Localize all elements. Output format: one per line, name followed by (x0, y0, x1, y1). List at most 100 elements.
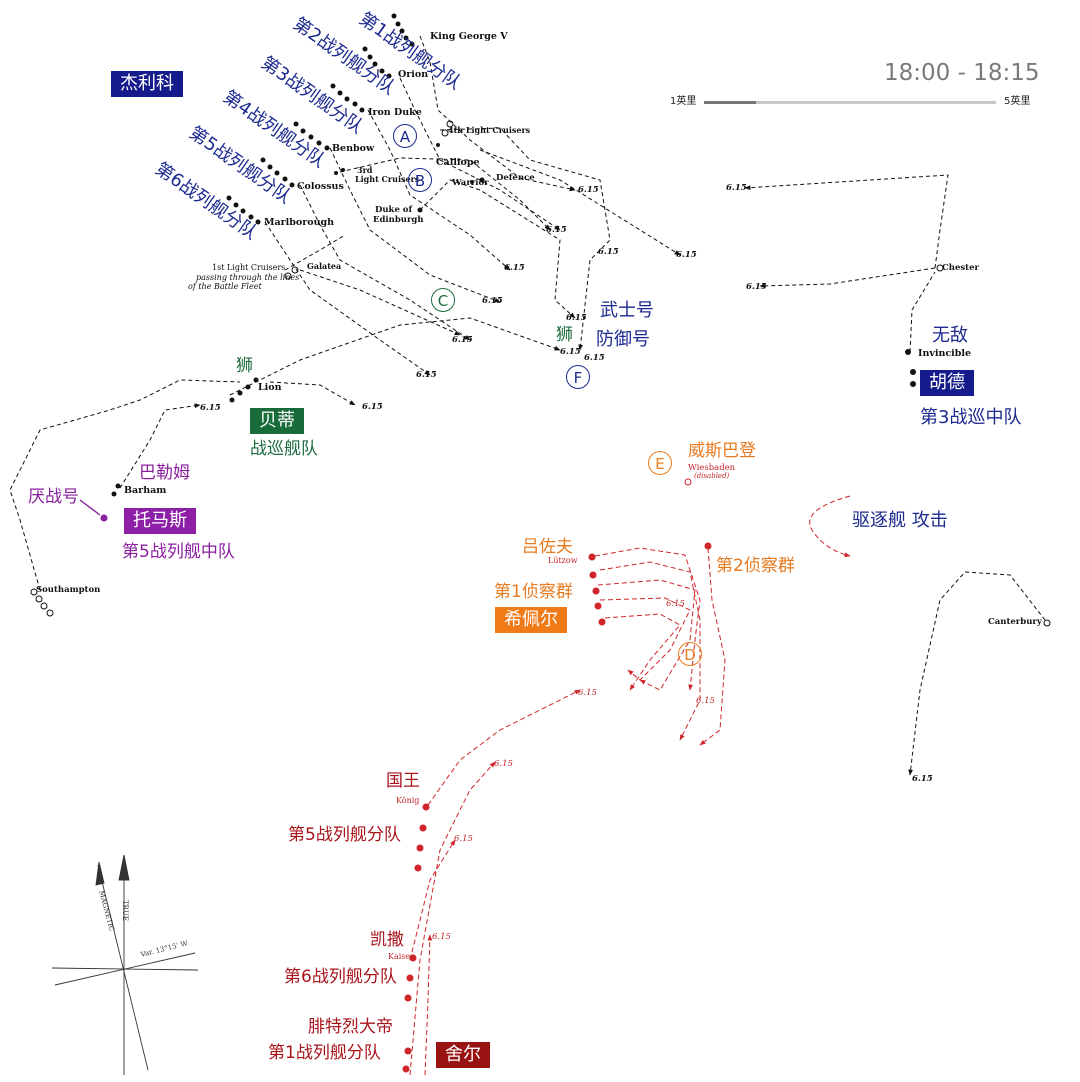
ship-invincible: Invincible (918, 348, 972, 359)
warspite-marker (100, 514, 108, 522)
ship-calliope: Calliope (436, 157, 480, 168)
ship-benbow: Benbow (332, 143, 375, 154)
british-ship-markers (111, 13, 916, 497)
ship-lc4: 4th Light Cruisers (448, 125, 531, 135)
ship-lion: Lion (258, 382, 282, 393)
time-mark-de: 6.15 (578, 688, 597, 698)
bs6-de-label: 第6战列舰分队 (284, 967, 397, 987)
track-sg2 (699, 547, 726, 746)
time-mark: 6.15 (482, 296, 503, 306)
hood-label: 胡德 (920, 370, 974, 396)
track-sg1-1 (594, 547, 701, 691)
time-mark: 6.15 (362, 402, 383, 412)
ship-galatea: Galatea (307, 261, 342, 271)
sg1-label: 第1侦察群 (494, 582, 573, 602)
track-sg1-4 (599, 597, 691, 681)
invincible-zh-label: 无敌 (932, 325, 968, 346)
konig-zh-label: 国王 (386, 771, 420, 791)
marker-f: F (566, 365, 590, 389)
track-beatty (229, 317, 561, 396)
beatty-label: 贝蒂 (250, 408, 304, 434)
ship-duke-a: Duke of (375, 205, 413, 215)
track-sg1-3 (597, 579, 696, 691)
time-mark: 6.15 (912, 774, 933, 784)
track-southampton (9, 379, 241, 591)
track-lc1b (299, 269, 461, 336)
wiesbaden-zh-label: 威斯巴登 (688, 441, 756, 461)
track-sg1-5 (604, 613, 681, 691)
barham-zh-label: 巴勒姆 (139, 463, 190, 483)
track-lion (269, 381, 356, 406)
lion-zh-label-a: 狮 (556, 325, 573, 345)
scale-right-label: 5英里 (1004, 96, 1031, 107)
marker-b: B (408, 168, 432, 192)
lc1-note-a: passing through the lines (196, 273, 300, 282)
scheer-label: 舍尔 (436, 1042, 490, 1068)
warspite-pointer (79, 499, 101, 516)
warspite-zh-label: 厌战号 (28, 487, 79, 507)
time-mark: 6.15 (584, 353, 605, 363)
defence-zh-label: 防御号 (596, 329, 650, 350)
time-mark: 6.15 (560, 347, 581, 357)
time-mark-de: 6.15 (432, 932, 451, 942)
british-fleet-tracks (9, 35, 1046, 776)
scale-bar (704, 101, 996, 104)
bc3-label: 第3战巡中队 (920, 407, 1022, 428)
ship-southampton: Southampton (36, 585, 101, 595)
lion-zh-label-b: 狮 (236, 356, 253, 376)
time-mark: 6.15 (546, 225, 567, 235)
track-lc1 (284, 234, 346, 271)
destroyer-attack-label: 驱逐舰 攻击 (852, 510, 948, 531)
lutzow-zh-label: 吕佐夫 (522, 537, 573, 557)
track-sg1-2 (599, 561, 701, 741)
ship-duke-b: Edinburgh (373, 215, 424, 225)
track-div6 (264, 221, 431, 376)
wiesbaden-marker (684, 478, 692, 486)
track-chester (744, 174, 949, 269)
track-invincible (909, 271, 936, 353)
time-mark: 6.15 (726, 183, 747, 193)
jellicoe-label: 杰利科 (111, 71, 183, 97)
compass-rose (51, 854, 199, 1075)
track-canterbury (908, 571, 1046, 776)
ship-konig: König (396, 796, 420, 805)
ship-lc3-b: Light Cruisers (355, 174, 420, 184)
lc1-note-b: of the Battle Fleet (188, 282, 262, 291)
thomas-label: 托马斯 (124, 508, 196, 534)
track-div3 (367, 109, 511, 271)
kaiser-zh-label: 凯撒 (370, 930, 404, 950)
ship-orion: Orion (398, 69, 429, 80)
ship-canterbury: Canterbury (988, 617, 1042, 627)
compass-true: TRUE (121, 900, 129, 921)
track-lc4 (439, 127, 611, 351)
track-barham (119, 403, 201, 489)
time-mark: 6.15 (566, 313, 587, 323)
track-div1 (419, 35, 576, 192)
track-div2 (399, 77, 561, 231)
ship-iron-duke: Iron Duke (368, 107, 422, 118)
scale-left-label: 1英里 (670, 96, 697, 107)
time-range-title: 18:00 - 18:15 (884, 60, 1040, 86)
warrior-zh-label: 武士号 (600, 300, 654, 321)
ship-wiesbaden-note: (disabled) (694, 472, 730, 480)
friedrich-zh-label: 腓特烈大帝 (308, 1017, 393, 1037)
ship-kaiser: Kaiser (388, 952, 414, 961)
track-konig2 (409, 761, 496, 1076)
ship-lc3-a: 3rd (357, 165, 373, 175)
time-mark: 6.15 (416, 370, 437, 380)
track-chester2 (759, 267, 936, 289)
ship-wiesbaden: Wiesbaden (688, 463, 736, 473)
time-mark: 6.15 (200, 403, 221, 413)
track-kaiser (424, 934, 433, 1076)
track-div4 (329, 147, 501, 303)
ship-marlborough: Marlborough (264, 217, 335, 228)
bs1-de-label: 第1战列舰分队 (268, 1043, 381, 1063)
track-bs5 (409, 839, 456, 961)
ship-lutzow: Lützow (548, 556, 578, 565)
track-konig (427, 689, 581, 806)
time-mark: 6.15 (676, 250, 697, 260)
bc-fleet-label: 战巡舰队 (250, 439, 318, 459)
marker-d: D (678, 642, 702, 666)
time-mark: 6.15 (746, 282, 767, 292)
